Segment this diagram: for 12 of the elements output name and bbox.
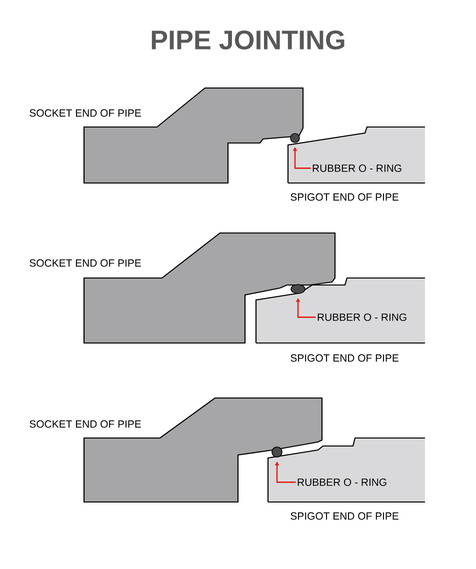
o-ring [290, 284, 306, 294]
ring-label: RUBBER O - RING [318, 314, 406, 321]
ring-label: RUBBER O - RING [312, 164, 402, 172]
pipe-label: SOCKET END OF PIPE [30, 259, 141, 267]
pipe-label: SPIGOT END OF PIPE [290, 193, 398, 201]
ring-label: RUBBER O - RING [298, 478, 386, 486]
pipe-label: SPIGOT END OF PIPE [290, 354, 398, 362]
title: PIPE JOINTING [152, 30, 344, 50]
pipe-label: SOCKET END OF PIPE [30, 420, 141, 428]
pipe-label: SPIGOT END OF PIPE [290, 512, 398, 520]
pipe-label: SOCKET END OF PIPE [30, 109, 141, 117]
o-ring [290, 133, 300, 143]
